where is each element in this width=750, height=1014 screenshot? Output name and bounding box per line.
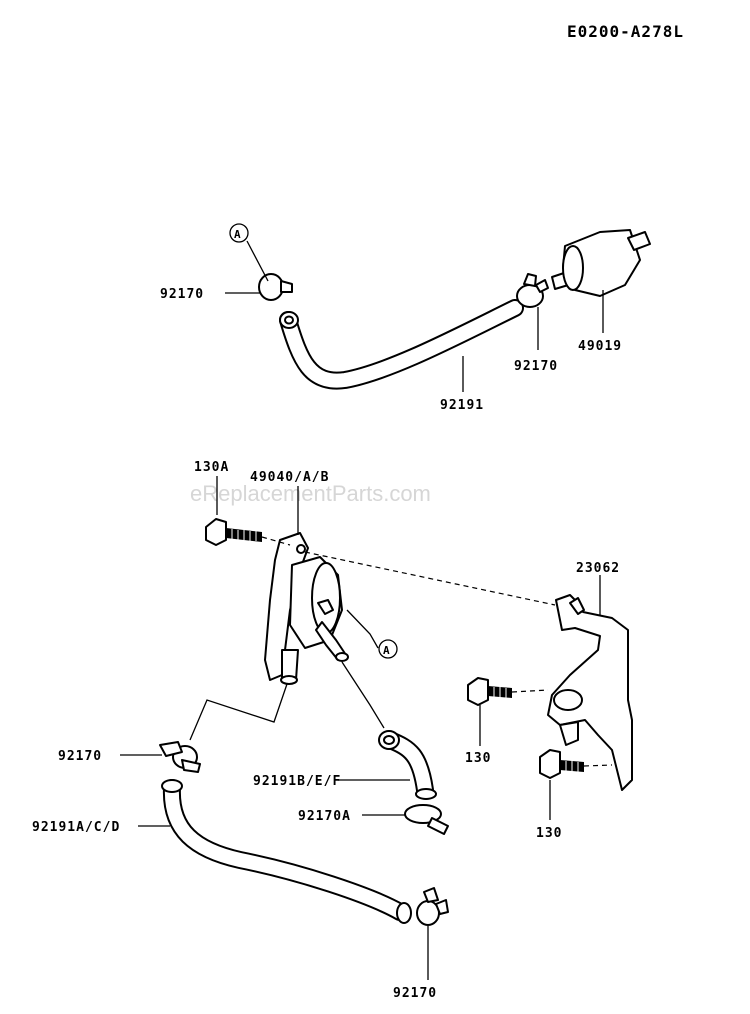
upper-fuel-hose[interactable] [279, 299, 524, 390]
bolt-130a[interactable] [205, 518, 262, 546]
label-bolt-130-upper: 130 [465, 751, 491, 766]
pump-bracket[interactable] [547, 594, 633, 791]
label-bolt-130a: 130A [194, 460, 229, 475]
label-short-hose-clamp: 92170A [298, 809, 351, 824]
long-fuel-hose[interactable] [161, 779, 412, 924]
label-clamp-upper-right: 92170 [514, 359, 558, 374]
bolt-130-upper[interactable] [467, 677, 512, 706]
label-clamp-left: 92170 [58, 749, 102, 764]
label-bolt-130-lower: 130 [536, 826, 562, 841]
leader-callout-lower [346, 609, 379, 649]
connection-line-pump-short-hose [341, 661, 385, 729]
label-fuel-filter: 49019 [578, 339, 622, 354]
label-fuel-pump: 49040/A/B [250, 470, 329, 485]
label-bracket: 23062 [576, 561, 620, 576]
diagram-code: E0200-A278L [567, 22, 684, 41]
fuel-filter[interactable] [551, 229, 651, 297]
label-clamp-bottom: 92170 [393, 986, 437, 1001]
short-fuel-hose[interactable] [378, 730, 437, 800]
fuel-pump[interactable] [264, 532, 349, 685]
label-long-hose: 92191A/C/D [32, 820, 120, 835]
dashed-alignment-bolt-130-lower [583, 764, 613, 767]
left-hose-clamp[interactable] [159, 741, 201, 773]
callout-a-lower: A [378, 639, 398, 659]
connection-line-pump-clamp [189, 683, 288, 741]
bolt-130-lower[interactable] [539, 749, 584, 779]
svg-text:A: A [234, 228, 242, 241]
label-hose-upper: 92191 [440, 398, 484, 413]
bottom-hose-clamp[interactable] [416, 887, 449, 926]
svg-text:A: A [383, 644, 391, 657]
dashed-alignment-bolt [261, 536, 291, 546]
watermark: eReplacementParts.com [190, 481, 431, 506]
label-short-hose: 92191B/E/F [253, 774, 341, 789]
dashed-alignment-bolt-130-upper [511, 689, 549, 693]
upper-right-hose-clamp[interactable] [516, 273, 549, 308]
leader-callout-upper [246, 240, 269, 282]
label-clamp-upper-left: 92170 [160, 287, 204, 302]
upper-left-hose-clamp[interactable] [258, 273, 293, 301]
short-hose-clamp[interactable] [404, 804, 449, 835]
dashed-alignment-pump-bracket [304, 551, 556, 606]
callout-a-upper: A [229, 223, 249, 243]
